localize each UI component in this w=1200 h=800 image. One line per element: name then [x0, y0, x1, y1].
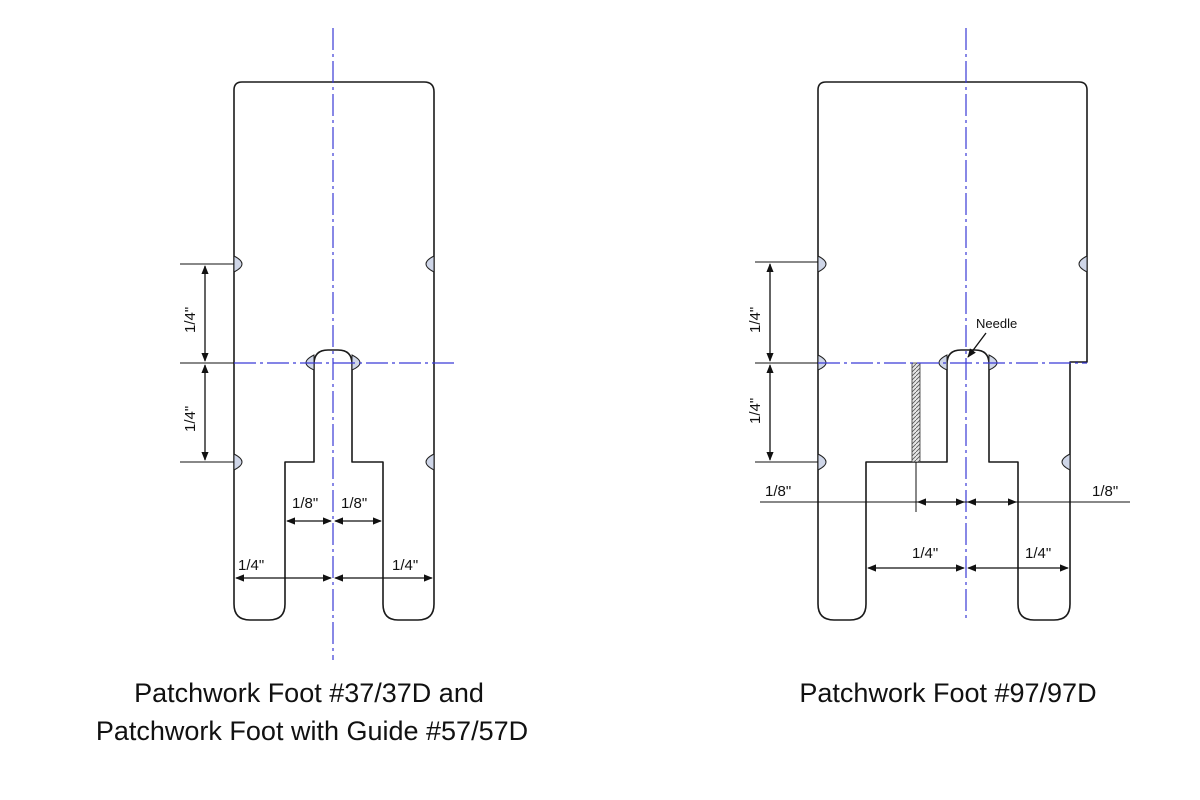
left-foot-notch-right-top	[425, 255, 435, 273]
right-label-quarter-left: 1/4"	[912, 545, 938, 562]
left-foot-notch-left-top	[233, 255, 243, 273]
left-label-quarter-left: 1/4"	[238, 557, 264, 574]
right-foot-notch-right-top	[1078, 255, 1088, 273]
left-foot-notch-left-mid	[233, 453, 243, 471]
right-caption: Patchwork Foot #97/97D	[799, 678, 1096, 708]
right-label-vert-bottom: 1/4"	[747, 398, 764, 424]
left-foot-notch-right-mid	[425, 453, 435, 471]
right-label-quarter-right: 1/4"	[1025, 545, 1051, 562]
right-label-eighth-left: 1/8"	[765, 483, 791, 500]
right-foot-notch-left-bot	[817, 453, 827, 471]
left-label-quarter-right: 1/4"	[392, 557, 418, 574]
left-label-vert-top: 1/4"	[182, 307, 199, 333]
left-foot-outline	[233, 81, 435, 621]
left-label-eighth-right: 1/8"	[341, 495, 367, 512]
right-needle-label: Needle	[976, 316, 1017, 331]
left-foot-notch-inner-right	[351, 354, 361, 371]
right-label-eighth-right: 1/8"	[1092, 483, 1118, 500]
left-label-eighth-left: 1/8"	[292, 495, 318, 512]
left-caption-line2: Patchwork Foot with Guide #57/57D	[96, 716, 528, 746]
right-foot-guide	[911, 362, 921, 463]
right-foot-notch-right-bot	[1061, 453, 1071, 471]
left-label-vert-bottom: 1/4"	[182, 406, 199, 432]
left-foot: 1/4" 1/4" 1/8" 1/8" 1/4" 1/4" Patchwork …	[96, 28, 528, 746]
left-caption-line1: Patchwork Foot #37/37D and	[134, 678, 484, 708]
right-foot-notch-left-top	[817, 255, 827, 273]
right-label-vert-top: 1/4"	[747, 307, 764, 333]
right-foot: Needle 1/4" 1/4" 1/8" 1/8" 1/4" 1/4" Pat…	[747, 28, 1130, 708]
right-foot-outline	[817, 81, 1088, 621]
right-needle-leader	[967, 332, 987, 358]
